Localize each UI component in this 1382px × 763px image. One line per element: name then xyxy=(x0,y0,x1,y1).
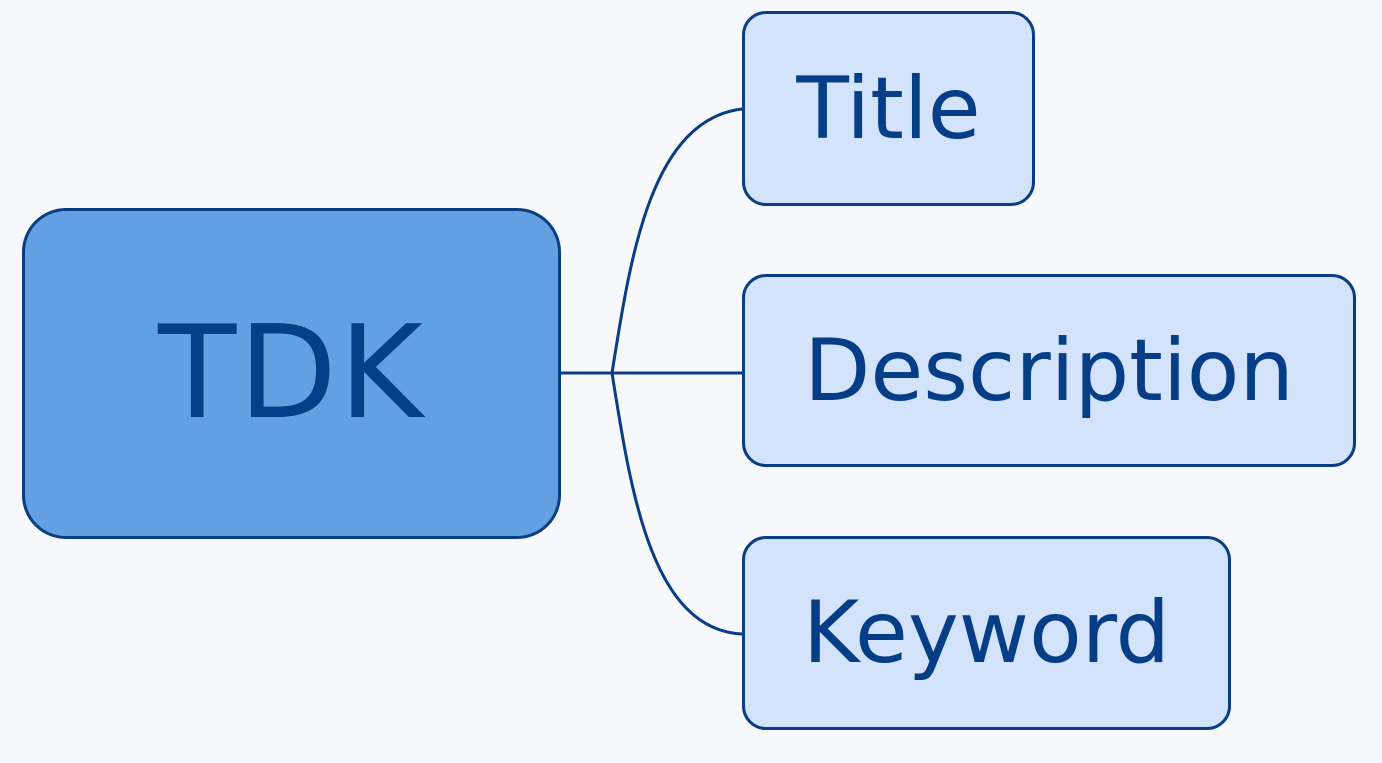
child-node-title: Title xyxy=(742,11,1035,206)
connector-keyword xyxy=(610,372,743,636)
child-node-description: Description xyxy=(742,274,1356,467)
child-node-label-title: Title xyxy=(796,58,981,159)
child-node-label-keyword: Keyword xyxy=(802,583,1171,683)
root-node-label: TDK xyxy=(158,298,425,448)
connector-title xyxy=(610,107,743,374)
child-node-label-description: Description xyxy=(804,320,1294,421)
root-node-tdk: TDK xyxy=(22,208,561,539)
child-node-keyword: Keyword xyxy=(742,536,1231,730)
